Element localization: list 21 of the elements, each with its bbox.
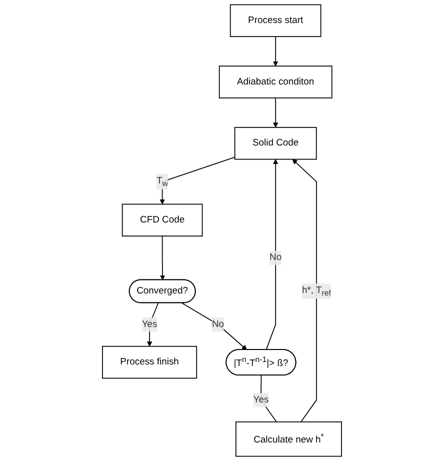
arrow: [160, 236, 166, 280]
arrow: [273, 97, 278, 128]
arrow: [266, 159, 278, 350]
arrow: [160, 156, 236, 204]
node-box: Adiabatic conditon: [218, 66, 332, 98]
node-box: Process start: [230, 4, 322, 38]
edge-label: Yes: [253, 394, 269, 405]
arrow: [146, 302, 159, 347]
node-box: Solid Code: [234, 126, 317, 160]
arrow: [292, 159, 317, 422]
connector: [260, 374, 277, 422]
edge-label: h*, T$_{ref}$: [302, 285, 331, 298]
arrow: [181, 302, 247, 350]
edge-label: Yes: [142, 319, 158, 330]
edge-label: T$_{w}$: [156, 176, 168, 188]
node-box: Calculate new h$^{*}$: [235, 421, 342, 457]
edge-label: No: [270, 252, 282, 263]
node-box: Process finish: [102, 346, 198, 379]
node-box: CFD Code: [122, 204, 203, 236]
edge-label: No: [212, 319, 224, 330]
arrow: [273, 36, 278, 66]
